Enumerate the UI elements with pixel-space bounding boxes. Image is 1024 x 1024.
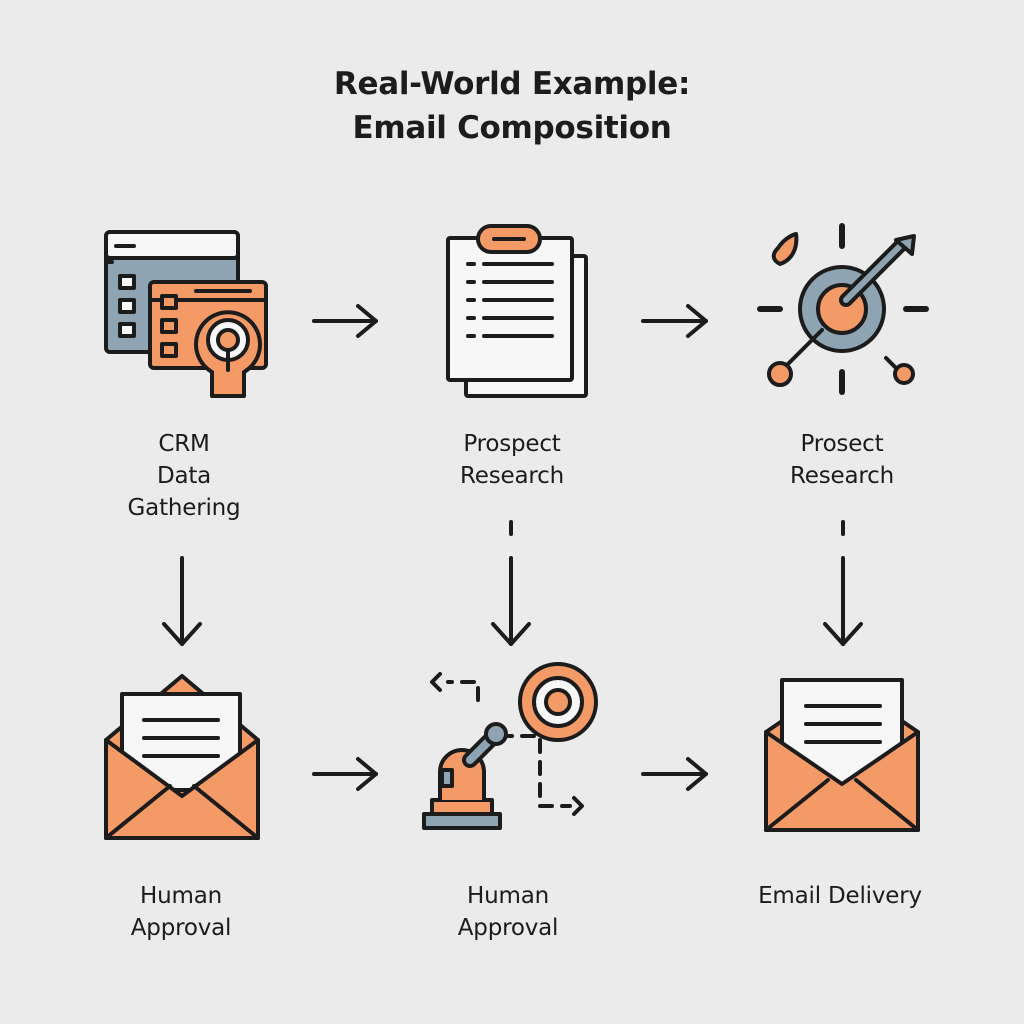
step-label-line: Data <box>156 463 212 489</box>
step-label-human-approval-2: Human Approval <box>388 880 628 944</box>
step-label-line: Approval <box>130 915 232 941</box>
step-label-line: Prospect <box>463 431 561 457</box>
target-wrench-icon <box>757 223 929 395</box>
step-label-line: Research <box>460 463 564 489</box>
step-label-line: Human <box>140 883 222 909</box>
step-label-prosect-research: Prosect Research <box>722 428 962 492</box>
step-label-line: Gathering <box>127 495 241 521</box>
robot-arm-icon <box>422 662 598 830</box>
step-label-email-delivery: Email Delivery <box>720 880 960 912</box>
arrow-down-icon <box>823 520 863 646</box>
step-label-crm: CRM Data Gathering <box>64 428 304 524</box>
open-envelope-icon <box>104 674 260 840</box>
step-label-prospect-research: Prospect Research <box>392 428 632 492</box>
step-label-line: Human <box>467 883 549 909</box>
arrow-down-icon <box>491 520 531 646</box>
arrow-right-icon <box>312 304 378 338</box>
step-label-line: CRM <box>158 431 210 457</box>
diagram-title: Real-World Example: Email Composition <box>0 62 1024 150</box>
title-line-2: Email Composition <box>352 110 672 146</box>
arrow-right-icon <box>641 304 708 338</box>
title-line-1: Real-World Example: <box>333 66 691 102</box>
step-label-human-approval-1: Human Approval <box>61 880 301 944</box>
step-label-line: Email Delivery <box>758 883 922 909</box>
database-lock-icon <box>104 230 268 398</box>
step-label-line: Approval <box>457 915 559 941</box>
arrow-right-icon <box>312 757 378 791</box>
envelope-letter-icon <box>764 678 920 832</box>
arrow-right-icon <box>641 757 708 791</box>
clipboard-list-icon <box>446 224 588 398</box>
step-label-line: Research <box>790 463 894 489</box>
arrow-down-icon <box>162 556 202 646</box>
step-label-line: Prosect <box>800 431 884 457</box>
